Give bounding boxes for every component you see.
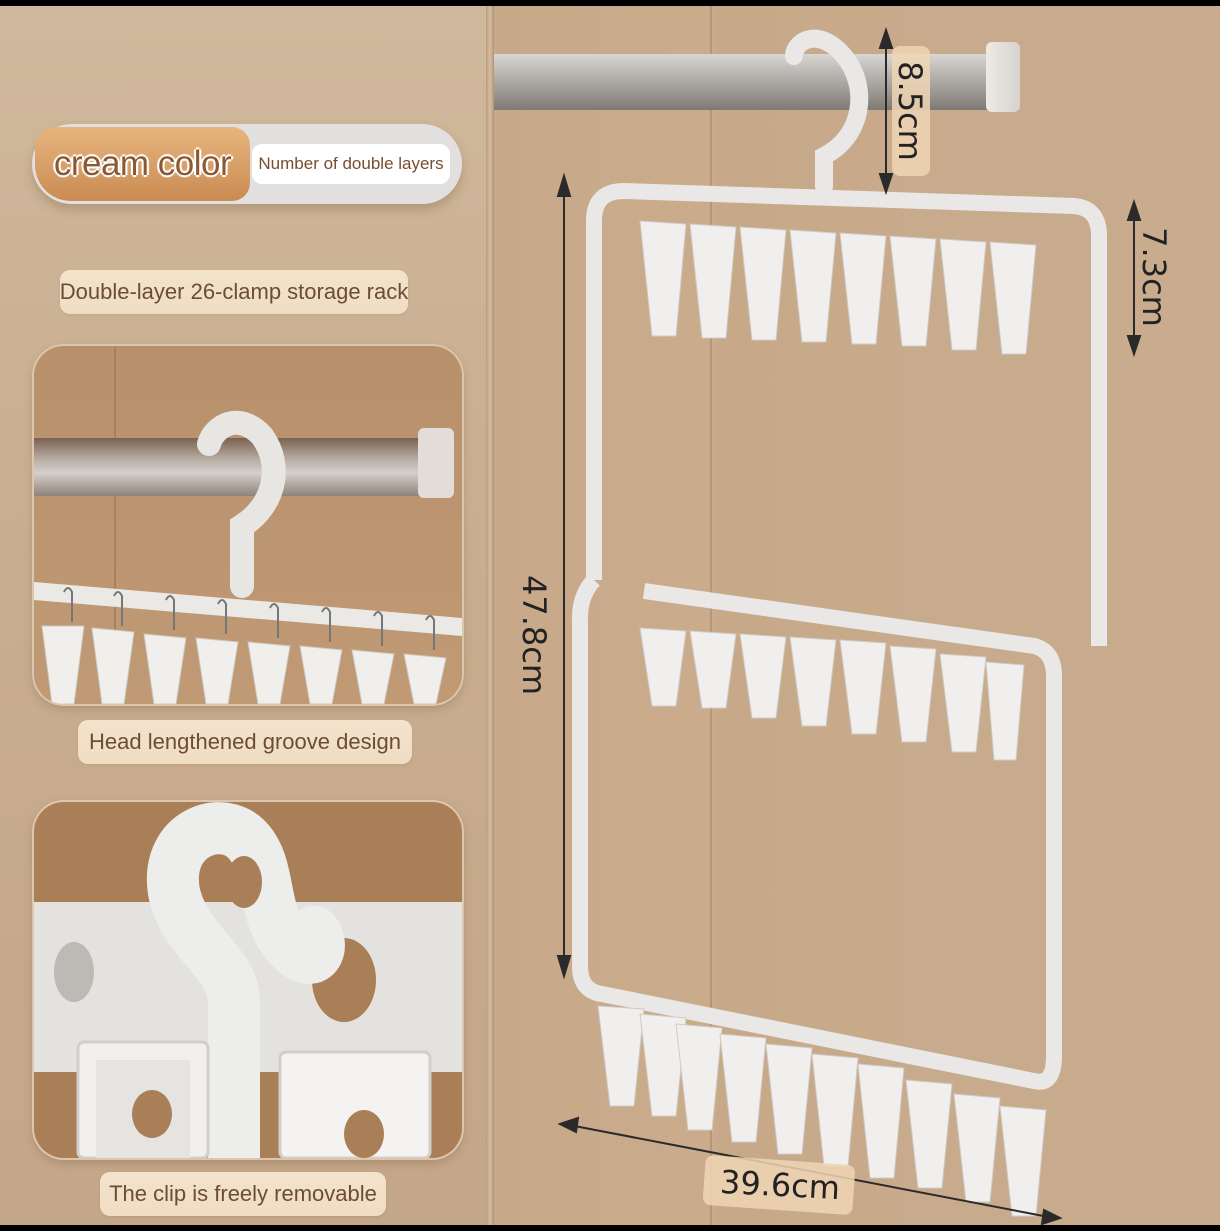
title-caption-text: Double-layer 26-clamp storage rack bbox=[59, 279, 409, 304]
feature-2-caption: The clip is freely removable bbox=[100, 1172, 386, 1216]
feature-1-caption-text: Head lengthened groove design bbox=[89, 729, 401, 754]
color-tag: cream color bbox=[35, 127, 250, 201]
feature-2-caption-text: The clip is freely removable bbox=[109, 1181, 377, 1206]
inset-photo-hook-groove bbox=[34, 346, 462, 704]
color-tag-label: cream color bbox=[53, 144, 232, 183]
clip-closeup-illustration bbox=[34, 802, 462, 1158]
inset-photo-removable-clip bbox=[34, 802, 462, 1158]
product-image: cream color Number of double layers Doub… bbox=[0, 6, 1220, 1225]
hook-height-label-bg bbox=[892, 46, 930, 176]
variant-badge: cream color Number of double layers bbox=[32, 124, 462, 204]
hook-on-rod-illustration bbox=[34, 346, 462, 704]
double-layer-rack-illustration bbox=[556, 26, 1142, 1225]
variant-label-box: Number of double layers bbox=[252, 144, 450, 184]
total-height-label: 47.8cm bbox=[515, 574, 553, 695]
title-caption: Double-layer 26-clamp storage rack bbox=[60, 270, 408, 314]
hook-height-label: 8.5cm bbox=[891, 61, 929, 161]
rod-end-cap bbox=[986, 42, 1020, 112]
width-label: 39.6cm bbox=[719, 1162, 841, 1208]
feature-1-caption: Head lengthened groove design bbox=[78, 720, 412, 764]
variant-label: Number of double layers bbox=[258, 154, 444, 173]
main-product-scene: 8.5cm 7.3cm 47.8cm 39.6cm bbox=[494, 6, 1220, 1225]
layer-clip-height-label: 7.3cm bbox=[1135, 227, 1173, 327]
wall-seam bbox=[710, 6, 712, 1225]
column-divider bbox=[486, 6, 494, 1225]
